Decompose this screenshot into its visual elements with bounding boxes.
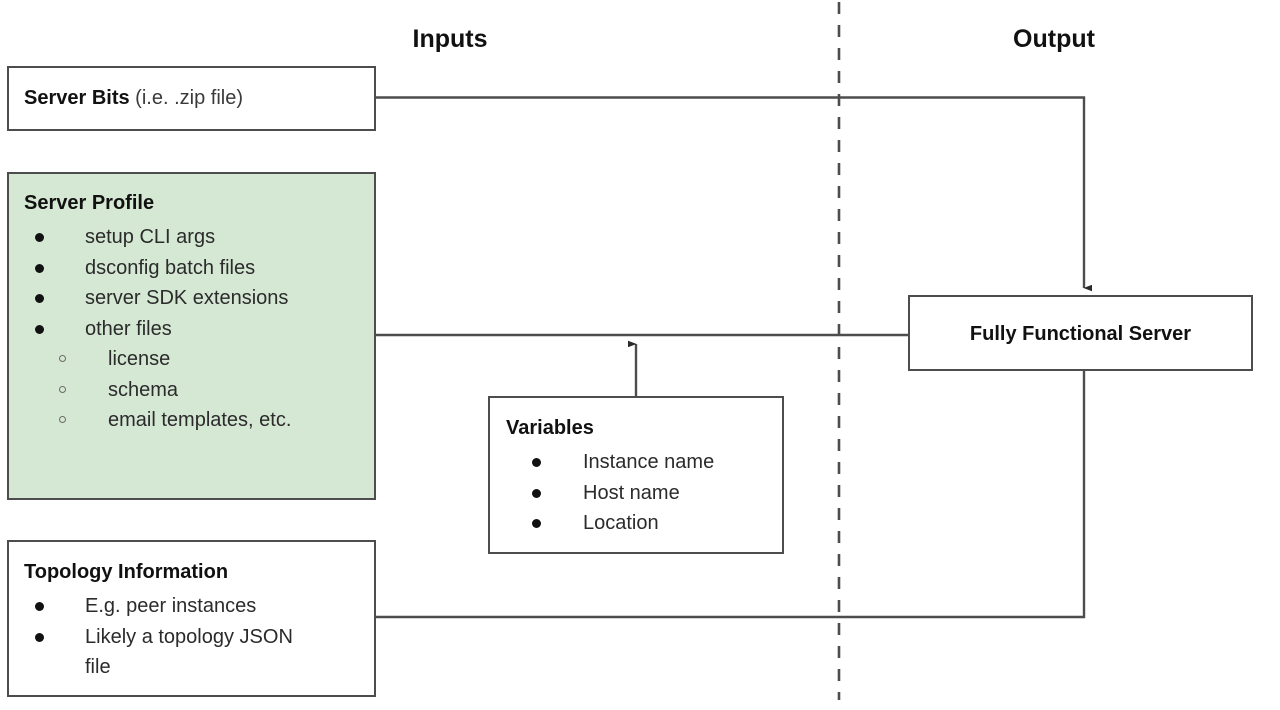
list-item: Instance name xyxy=(490,447,782,478)
sub-list-item: email templates, etc. xyxy=(31,405,374,436)
list-item: Host name xyxy=(490,478,782,509)
list-item-label: Location xyxy=(583,512,659,534)
node-topology-information[interactable]: Topology Information E.g. peer instances… xyxy=(7,540,376,697)
list-item-label: Instance name xyxy=(583,451,715,473)
server-profile-sublist-wrapper: license schema email templates, etc. xyxy=(9,344,374,436)
node-server-bits-title-bold: Server Bits xyxy=(24,87,130,109)
bullet-icon xyxy=(35,632,44,642)
node-variables-title: Variables xyxy=(506,417,594,439)
sub-list-item: license xyxy=(31,344,374,375)
list-item: server SDK extensions xyxy=(9,283,374,314)
sub-list-item: schema xyxy=(31,375,374,406)
sub-list-item-label: email templates, etc. xyxy=(108,409,292,431)
variables-list: Instance name Host name Location xyxy=(490,447,782,539)
bullet-icon xyxy=(532,458,541,467)
list-item-label: setup CLI args xyxy=(85,226,216,248)
list-item-label: Host name xyxy=(583,481,680,504)
bullet-icon xyxy=(35,263,44,273)
bullet-icon xyxy=(532,519,541,528)
hollow-bullet-icon xyxy=(59,385,66,393)
server-profile-sublist: license schema email templates, etc. xyxy=(31,344,374,436)
topology-information-list: E.g. peer instances Likely a topology JS… xyxy=(9,591,374,683)
node-server-profile-title: Server Profile xyxy=(24,192,155,214)
list-item: other files xyxy=(9,314,374,345)
node-server-bits[interactable]: Server Bits (i.e. .zip file) xyxy=(7,66,376,131)
bullet-icon xyxy=(35,233,44,242)
node-topology-information-title: Topology Information xyxy=(24,561,229,583)
bullet-icon xyxy=(35,602,44,611)
list-item-label: E.g. peer instances xyxy=(85,595,257,617)
column-heading-inputs: Inputs xyxy=(412,25,488,53)
node-variables[interactable]: Variables Instance name Host name Locati… xyxy=(488,396,784,554)
list-item: setup CLI args xyxy=(9,222,374,253)
column-heading-output: Output xyxy=(1013,25,1095,53)
list-item: Likely a topology JSON file xyxy=(9,622,374,683)
connector-server-bits-to-server xyxy=(376,96,1092,292)
hollow-bullet-icon xyxy=(59,416,66,423)
bullet-icon xyxy=(35,294,44,303)
bullet-icon xyxy=(35,324,44,334)
list-item-label: other files xyxy=(85,317,172,340)
list-item: Location xyxy=(490,508,782,539)
sub-list-item-label: license xyxy=(108,348,171,370)
node-fully-functional-server[interactable]: Fully Functional Server xyxy=(908,295,1253,371)
list-item: E.g. peer instances xyxy=(9,591,374,622)
list-item-label: Likely a topology JSON file xyxy=(85,625,293,679)
list-item-label: dsconfig batch files xyxy=(85,256,256,279)
node-server-bits-title: Server Bits (i.e. .zip file) xyxy=(24,87,243,110)
list-item: dsconfig batch files xyxy=(9,253,374,284)
node-fully-functional-server-title: Fully Functional Server xyxy=(969,323,1192,345)
server-profile-list: setup CLI args dsconfig batch files serv… xyxy=(9,222,374,344)
hollow-bullet-icon xyxy=(59,355,66,362)
sub-list-item-label: schema xyxy=(108,378,179,401)
node-server-bits-title-rest: (i.e. .zip file) xyxy=(129,87,243,109)
node-server-profile[interactable]: Server Profile setup CLI args dsconfig b… xyxy=(7,172,376,500)
list-item-label: server SDK extensions xyxy=(85,287,289,309)
bullet-icon xyxy=(532,488,541,498)
